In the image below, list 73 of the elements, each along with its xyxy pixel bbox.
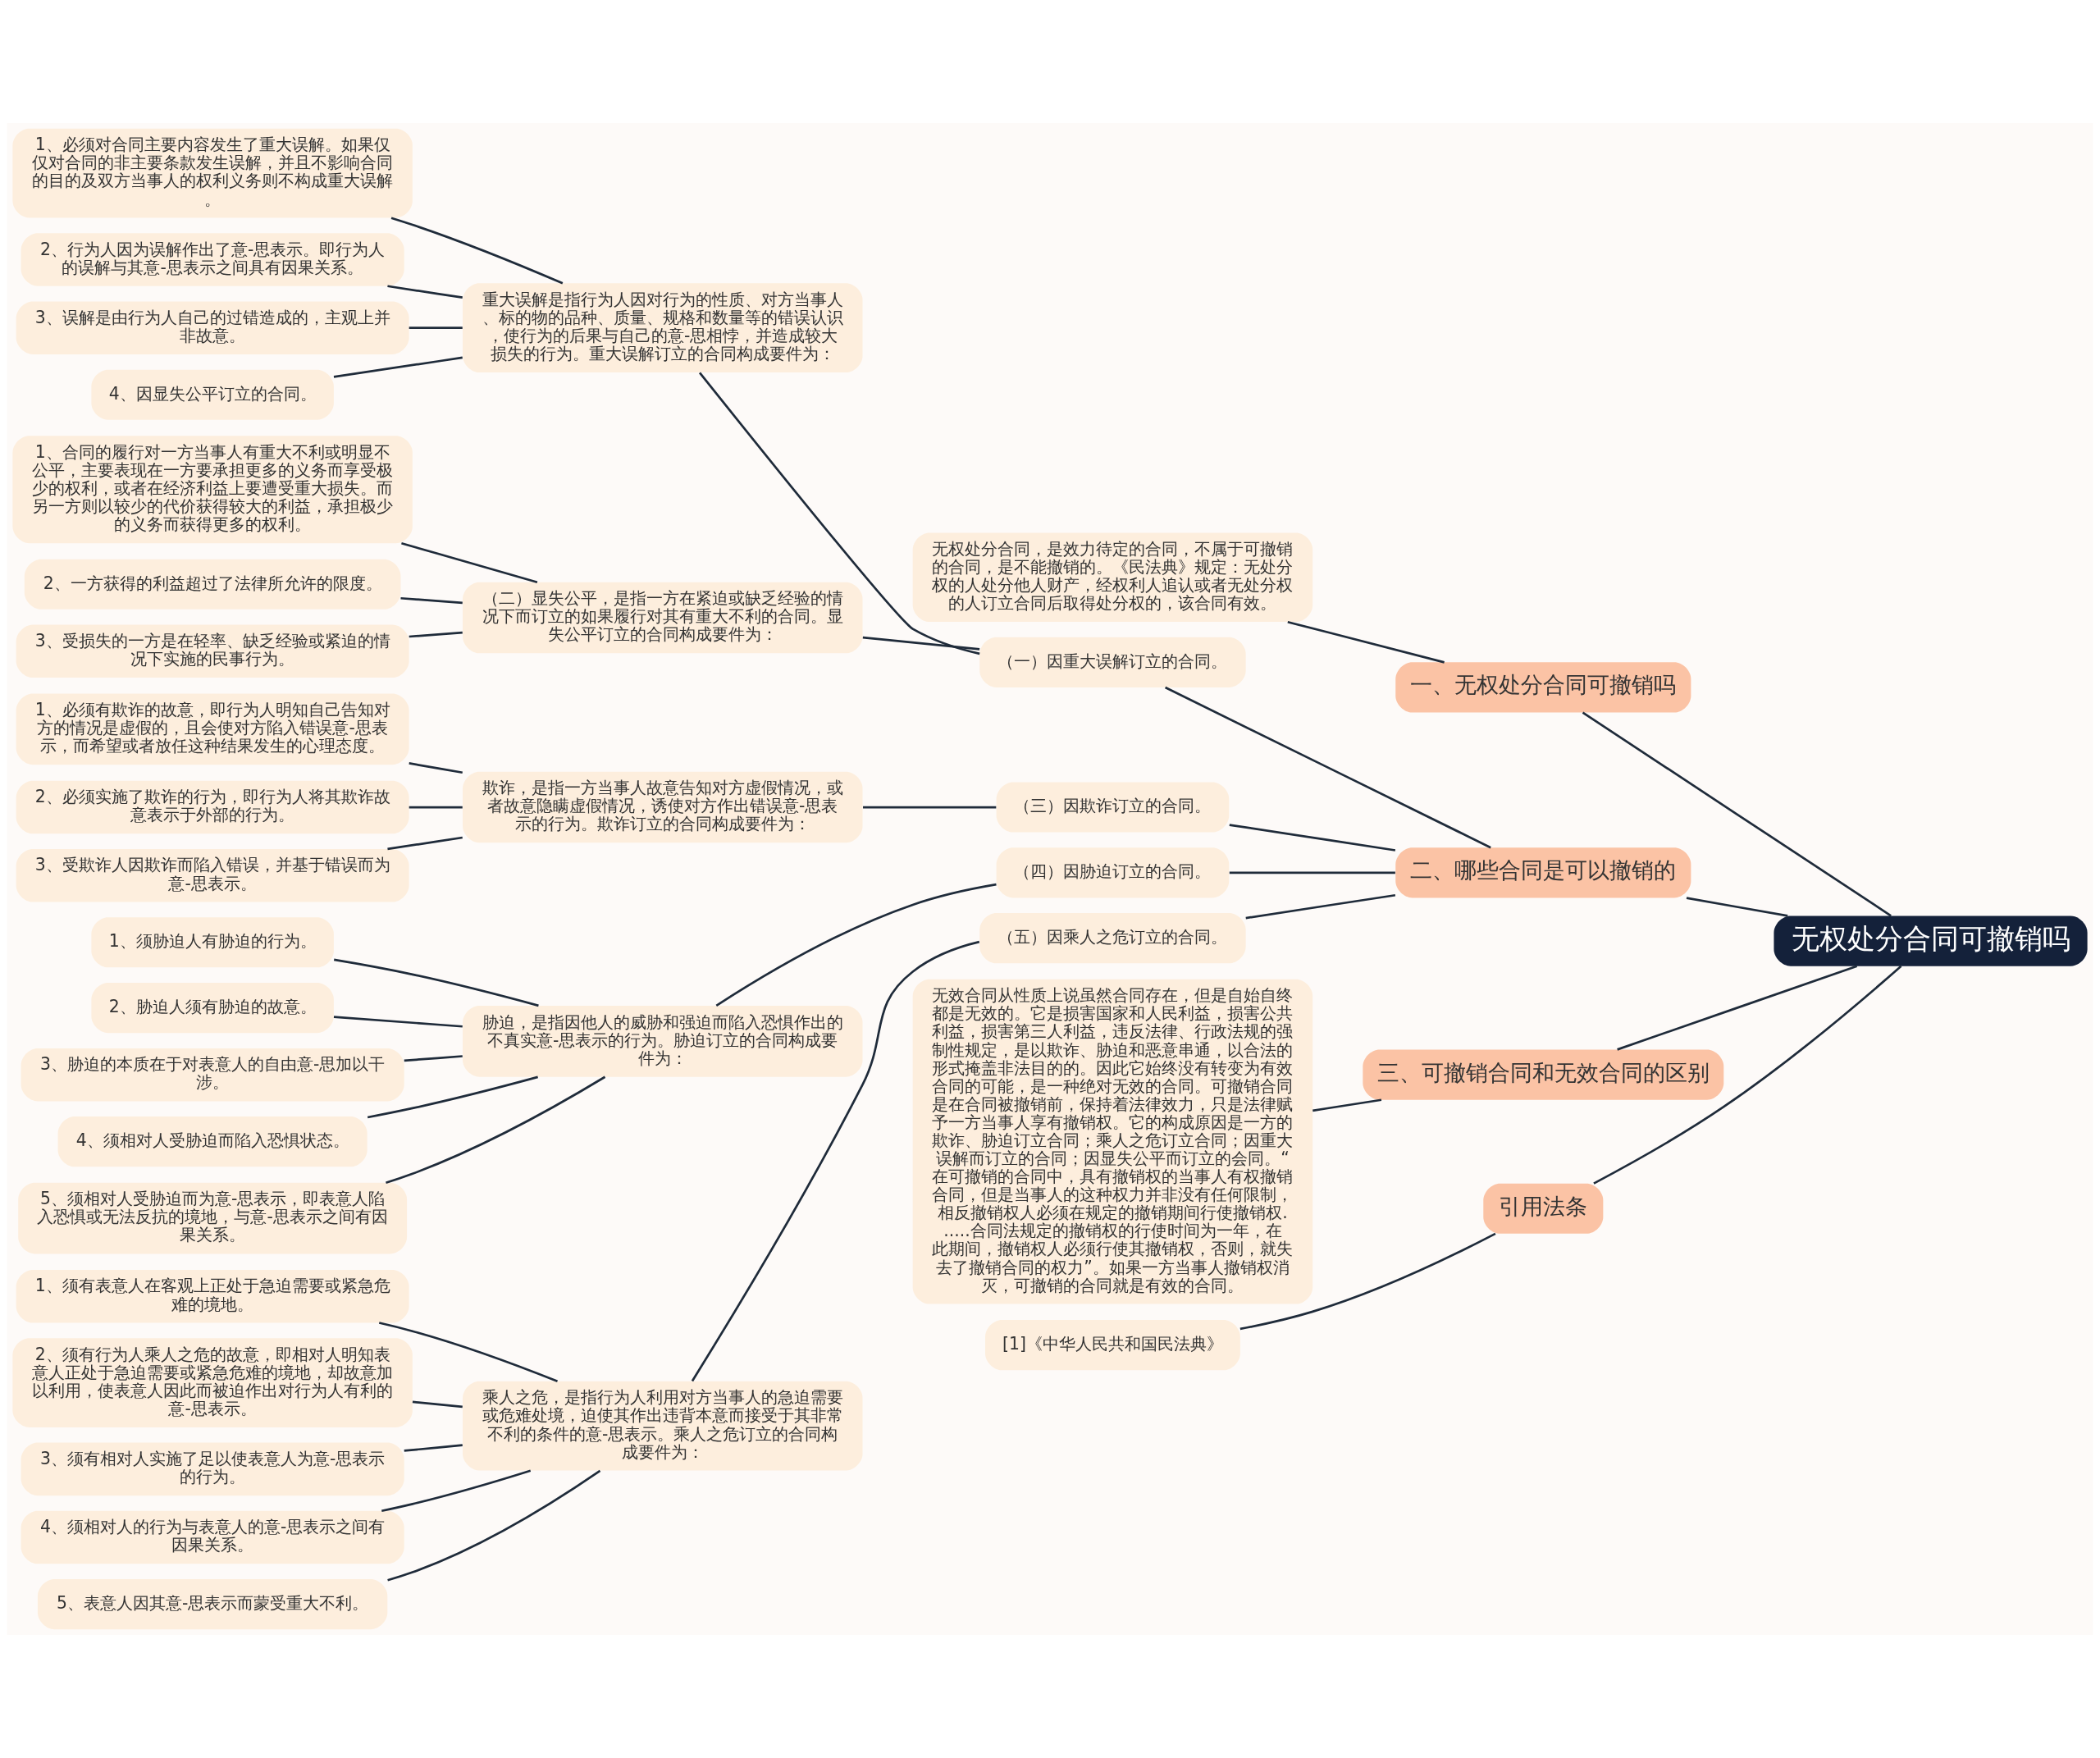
connector [386,1075,606,1185]
node-box: 5、表意人因其意-思表示而蒙受重大不利。 [37,1579,388,1630]
connector [862,636,980,651]
connector [1593,965,1902,1185]
node-box: 1、必须对合同主要内容发生了重大误解。如果仅仅对合同的非主要条款发生误解，并且不影响合同的目的及双方当事人的权利义务则不构成重大误解。 [12,128,413,218]
node-box: （五）因乘人之危订立的合同。 [979,913,1246,964]
node-box: 2、须有行为人乘人之危的故意，即相对人明知表意人正处于急迫需要或紧急危难的境地，却故意加以利用，使表意人因此而被迫作出对行为人有利的意-思表示。 [12,1338,413,1427]
node-box: 1、合同的履行对一方当事人有重大不利或明显不公平，主要表现在一方要承担更多的义务而享受极少的权利，或者在经济利益上要遭受重大损失。而另一方则以较少的代价获得较大的利益，承担极少的义务而获得更多的权利。 [12,436,413,544]
connector [404,1444,463,1452]
connector [333,958,539,1007]
node-box: 三、可撤销合同和无效合同的区别 [1363,1049,1724,1100]
node-box: 4、因显失公平订立的合同。 [91,369,334,420]
connector [378,1322,559,1383]
node-box: （二）显失公平，是指一方在紧迫或缺乏经验的情况下而订立的如果履行对其有重大不利的合同。显失公平订立的合同构成要件为： [463,582,863,654]
node-box: 胁迫，是指因他人的威胁和强迫而陷入恐惧作出的不真实意-思表示的行为。胁迫订立的合同构成要件为： [463,1006,863,1077]
connector [387,1469,601,1582]
connector [409,631,463,638]
node-box: 欺诈，是指一方当事人故意告知对方虚假情况，或者故意隐瞒虚假情况，诱使对方作出错误意-思表示的行为。欺诈订立的合同构成要件为： [463,771,863,843]
connector [863,806,997,809]
connector [1245,893,1396,920]
node-box: 1、必须有欺诈的故意，即行为人明知自己告知对方的情况是虚假的，且会使对方陷入错误意-思表示，而希望或者放任这种结果发生的心理态度。 [16,693,409,765]
node-box: 3、须有相对人实施了足以使表意人为意-思表示的行为。 [21,1442,404,1496]
connector [698,372,980,655]
connector [1617,965,1858,1051]
connector [409,762,463,774]
node-box: （三）因欺诈订立的合同。 [996,782,1230,833]
node-box: 二、哪些合同是可以撤销的 [1395,847,1691,898]
connector [1287,620,1445,664]
node-box: 乘人之危，是指行为人利用对方当事人的急迫需要或危难处境，迫使其作出违背本意而接受于其非常不利的条件的意-思表示。乘人之危订立的合同构成要件为： [463,1381,863,1471]
node-box: 一、无权处分合同可撤销吗 [1395,662,1691,713]
node-box: 2、胁迫人须有胁迫的故意。 [91,983,334,1034]
node-box: 无权处分合同，是效力待定的合同，不属于可撤销的合同，是不能撤销的。《民法典》规定：无处分权的人处分他人财产，经权利人追认或者无处分权的人订立合同后取得处分权的，该合同有效。 [912,532,1313,623]
connector [1165,686,1491,849]
connector [1686,897,1788,917]
node-box: 3、胁迫的本质在于对表意人的自由意-思加以干涉。 [21,1048,404,1102]
connector [400,596,463,605]
node-box: （一）因重大误解订立的合同。 [979,637,1246,687]
node-box: 2、行为人因为误解作出了意-思表示。即行为人的误解与其意-思表示之间具有因果关系。 [21,233,404,286]
connector [1582,711,1892,917]
connector [401,541,538,583]
connector [333,1016,463,1028]
node-box: 1、须胁迫人有胁迫的行为。 [91,917,334,968]
connector [381,1469,532,1513]
node-box: 3、受欺诈人因欺诈而陷入错误，并基于错误而为意-思表示。 [16,849,409,902]
node-box: 2、必须实施了欺诈的行为，即行为人将其欺诈故意表示于外部的行为。 [16,780,409,834]
connector [387,836,463,851]
connector [367,1075,538,1119]
node-box: 无权处分合同可撤销吗 [1774,916,2088,966]
node-box: [1]《中华人民共和国民法典》 [985,1320,1240,1371]
connector [412,1400,463,1409]
connector [691,940,980,1382]
node-box: 1、须有表意人在客观上正处于急迫需要或紧急危难的境地。 [16,1269,409,1323]
connector [409,806,463,809]
node-box: 引用法条 [1483,1183,1604,1234]
node-box: 3、受损失的一方是在轻率、缺乏经验或紧迫的情况下实施的民事行为。 [16,624,409,678]
connector [333,356,463,378]
node-box: 3、误解是由行为人自己的过错造成的，主观上并非故意。 [16,301,409,354]
connector [390,217,564,285]
node-box: 4、须相对人的行为与表意人的意-思表示之间有因果关系。 [21,1510,404,1564]
connector [1229,824,1396,852]
connector [1239,1232,1496,1331]
node-box: 5、须相对人受胁迫而为意-思表示，即表意人陷入恐惧或无法反抗的境地，与意-思表示之间有因果关系。 [18,1182,408,1254]
connector [404,1055,463,1062]
node-box: （四）因胁迫订立的合同。 [996,847,1230,898]
node-box: 无效合同从性质上说虽然合同存在，但是自始自终都是无效的。它是损害国家和人民利益，损害公共利益，损害第三人利益，违反法律、行政法规的强制性规定，是以欺诈、胁迫和恶意串通，以合法的形式掩盖非法目的的。因此它始终没有转变为有效合同的可能，是一种绝对无效的合同。可撤销合同是在合同被撤销前，保持着法律效力，只是法律赋予一方当事人享有撤销权。它的构成原因是一方的欺诈、胁迫订立合同；乘人之危订立合同；因重大误解而订立的合同；因显失公平而订立的会同。“在可撤销的合同中，具有撤销权的当事人有权撤销合同，但是当事人的这种权力并非没有任何限制，相反撤销权人必须在规定的撤销期间行使撤销权......合同法规定的撤销权的行使时间为一年，在此期间，撤销权人必须行使其撤销权，否则，就失去了撤销合同的权力”。如果一方当事人撤销权消灭，可撤销的合同就是有效的合同。 [912,979,1313,1304]
node-box: 重大误解是指行为人因对行为的性质、对方当事人、标的物的品种、质量、规格和数量等的错误认识，使行为的后果与自己的意-思相悖，并造成较大损失的行为。重大误解订立的合同构成要件为： [463,283,863,373]
node-box: 2、一方获得的利益超过了法律所允许的限度。 [24,559,401,610]
connector [1312,1098,1382,1112]
connector [715,883,997,1007]
node-box: 4、须相对人受胁迫而陷入恐惧状态。 [57,1116,368,1167]
connector [1229,871,1395,874]
connector [387,285,463,299]
connector [409,326,463,330]
